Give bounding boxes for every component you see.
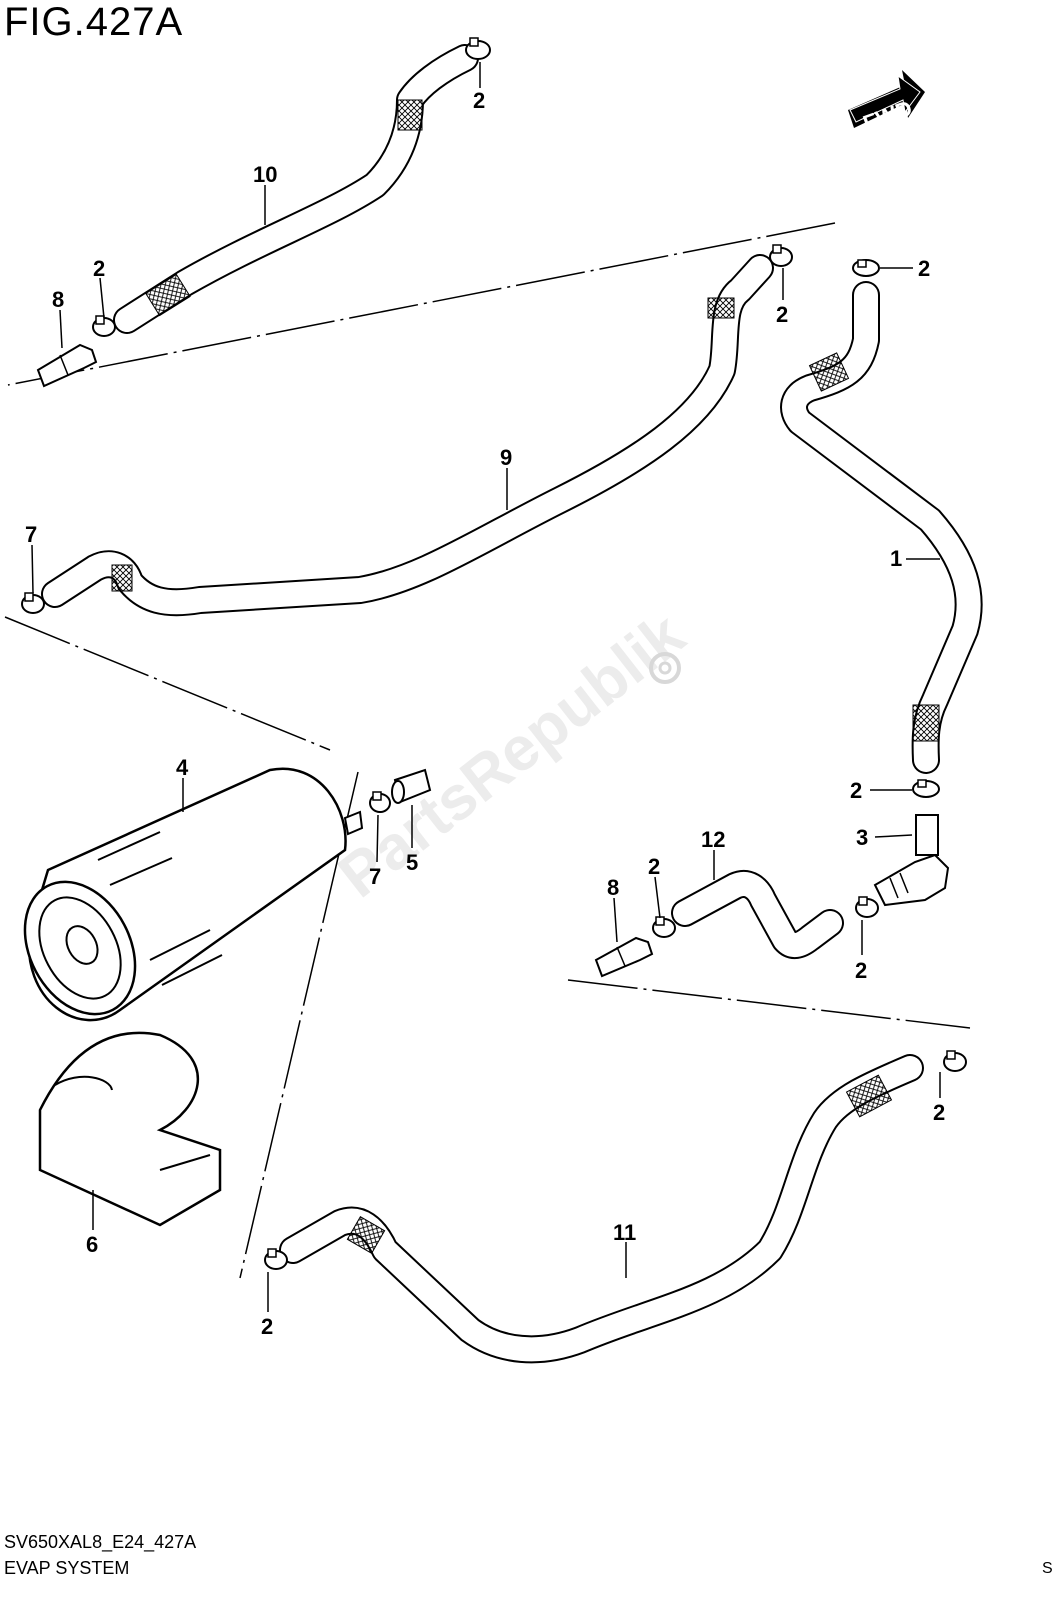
- hose-1: [780, 281, 983, 774]
- callout-10: 10: [253, 162, 277, 187]
- callout-9: 9: [500, 445, 512, 470]
- hose-9: [41, 254, 774, 617]
- clamp-icon-left-upper: [92, 315, 116, 337]
- clamp-icon-hose9-right: [769, 244, 793, 267]
- section-name: EVAP SYSTEM: [4, 1558, 130, 1578]
- callout-6: 6: [86, 1232, 98, 1257]
- clamp-icon-top: [465, 37, 491, 60]
- watermark: PartsRepublik: [326, 600, 697, 911]
- connector-8-upper: [36, 343, 98, 388]
- connector-8-lower: [594, 936, 654, 978]
- hose-11: [279, 1054, 924, 1364]
- clamp-icon-hose12-left: [652, 916, 676, 938]
- callout-labels: 2 10 2 8 2 2 9 7 1 4 2 3 7 5 12 2 8 2 2 …: [25, 88, 945, 1339]
- watermark-gear-icon: [649, 652, 681, 684]
- callout-2: 2: [261, 1314, 273, 1339]
- callout-1: 1: [890, 546, 902, 571]
- callout-2: 2: [918, 256, 930, 281]
- clamp-icon-hose9-left: [21, 592, 45, 614]
- joint-3: [873, 814, 950, 907]
- cap-5: [391, 768, 432, 804]
- callout-2: 2: [473, 88, 485, 113]
- canister-4: [23, 767, 364, 1022]
- hose-10: [113, 44, 479, 334]
- callout-4: 4: [176, 755, 189, 780]
- figure-title: FIG.427A: [4, 0, 184, 44]
- callout-11: 11: [613, 1220, 636, 1245]
- callout-5: 5: [406, 850, 418, 875]
- bracket-6: [38, 1031, 222, 1227]
- clamp-icon-hose1-bottom: [912, 779, 940, 798]
- assembly-guide-lines: [4, 222, 971, 1279]
- callout-12: 12: [701, 827, 725, 852]
- watermark-text: PartsRepublik: [326, 600, 697, 911]
- clamp-icon-hose11-right: [943, 1050, 967, 1072]
- callout-8: 8: [607, 875, 619, 900]
- callout-8: 8: [52, 287, 64, 312]
- callout-2: 2: [850, 778, 862, 803]
- callout-3: 3: [856, 825, 868, 850]
- hose-12: [671, 870, 844, 959]
- clamp-icon-hose11-left: [264, 1248, 288, 1270]
- callout-2: 2: [93, 256, 105, 281]
- fwd-arrow-icon: FWD: [848, 70, 925, 136]
- callout-2: 2: [933, 1100, 945, 1125]
- clamp-icon-canister: [369, 791, 391, 813]
- callout-2: 2: [648, 854, 660, 879]
- callout-2: 2: [855, 958, 867, 983]
- leader-lines: [31, 62, 941, 1312]
- corner-mark: S: [1042, 1560, 1052, 1577]
- clamp-icon-hose12-right: [855, 896, 879, 918]
- clamp-icon-hose1-top: [852, 259, 880, 277]
- callout-7: 7: [25, 522, 37, 547]
- callout-7: 7: [369, 864, 381, 889]
- callout-2: 2: [776, 302, 788, 327]
- model-code: SV650XAL8_E24_427A: [4, 1532, 197, 1552]
